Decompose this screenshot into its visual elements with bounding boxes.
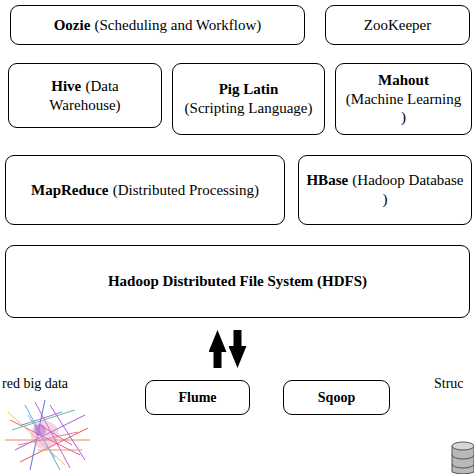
component-name: Hadoop Distributed File System (HDFS) [108,273,367,289]
box-text-group: ZooKeeper [364,16,431,35]
box-text-group: Hadoop Distributed File System (HDFS) [108,272,367,291]
component-description: (Scheduling and Workflow) [95,17,262,33]
box-text-group: Mahout(Machine Learning ) [343,71,464,127]
component-box: Mahout(Machine Learning ) [335,63,472,135]
box-text-group: Flume [178,389,216,407]
box-text-group: Pig Latin(Scripting Language) [185,80,313,118]
component-name: Oozie [54,17,91,33]
component-description: (Machine Learning ) [346,91,461,126]
component-name: Pig Latin [185,80,313,99]
component-box: Hadoop Distributed File System (HDFS) [5,245,470,318]
component-description: (Scripting Language) [185,100,313,116]
component-box: MapReduce(Distributed Processing) [5,155,285,225]
component-name: Mahout [343,71,464,90]
data-source-label: Struc [434,376,464,392]
component-box: Sqoop [283,380,390,415]
box-text-group: MapReduce(Distributed Processing) [31,181,259,200]
component-name: MapReduce [31,182,109,198]
box-text-group: Sqoop [318,389,355,407]
component-name: Hive [51,78,81,94]
component-box: Flume [145,380,250,415]
box-text-group: HBase(Hadoop Database ) [306,171,464,209]
data-flow-arrow [234,330,242,346]
component-name: HBase [306,172,348,188]
component-description: (Distributed Processing) [113,182,259,198]
data-flow-arrow [214,352,222,368]
component-box: Oozie(Scheduling and Workflow) [10,5,305,45]
big-data-network-image [5,400,90,470]
component-box: HBase(Hadoop Database ) [298,155,472,225]
box-text-group: Hive(Data Warehouse) [16,77,154,115]
component-name: Flume [178,390,216,405]
component-name: Sqoop [318,390,355,405]
component-box: ZooKeeper [325,5,470,45]
database-icon [452,442,474,474]
component-name: ZooKeeper [364,17,431,33]
component-box: Hive(Data Warehouse) [8,63,162,128]
box-text-group: Oozie(Scheduling and Workflow) [54,16,262,35]
component-description: (Hadoop Database ) [352,172,463,207]
component-box: Pig Latin(Scripting Language) [172,63,325,135]
data-source-label: red big data [2,376,68,392]
